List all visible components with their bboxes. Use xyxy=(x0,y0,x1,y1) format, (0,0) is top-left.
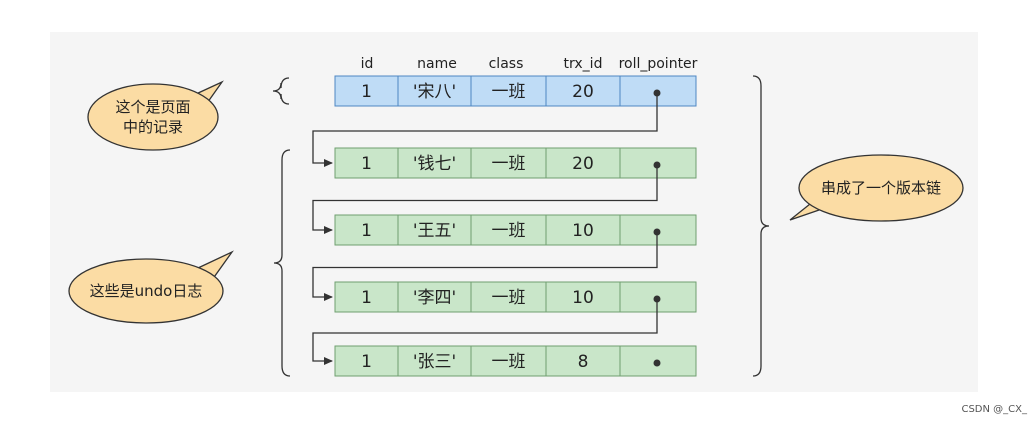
undo-log-row: 1 '张三' 一班 8 xyxy=(334,345,697,377)
row-cell xyxy=(545,345,621,377)
cell-class: 一班 xyxy=(492,82,526,102)
version-chain-callout: 串成了一个版本链 xyxy=(789,154,964,222)
cell-name: '李四' xyxy=(413,288,456,308)
cell-name: '王五' xyxy=(413,221,456,241)
roll-pointer-link xyxy=(312,232,658,301)
column-header-class: class xyxy=(489,56,524,72)
column-header-id: id xyxy=(361,56,374,72)
undo-logs-brace xyxy=(273,149,291,377)
cell-id: 1 xyxy=(361,82,372,102)
row-cell xyxy=(545,147,621,179)
cell-class: 一班 xyxy=(492,352,526,372)
cell-id: 1 xyxy=(361,288,372,308)
row-cell xyxy=(334,75,399,107)
cell-name: '张三' xyxy=(413,352,456,372)
row-cell xyxy=(397,345,472,377)
row-cell xyxy=(470,281,547,313)
column-header-trx-id: trx_id xyxy=(564,56,603,72)
roll-pointer-link xyxy=(312,93,658,167)
cell-class: 一班 xyxy=(492,288,526,308)
row-cell xyxy=(334,147,399,179)
cell-name: '宋八' xyxy=(413,82,456,102)
bubble-body xyxy=(87,83,219,151)
bubble-text: 串成了一个版本链 xyxy=(821,179,941,197)
cell-trx-id: 20 xyxy=(572,82,594,102)
bubble-body xyxy=(798,154,964,222)
undo-log-row: 1 '李四' 一班 10 xyxy=(334,281,697,313)
undo-log-row: 1 '王五' 一班 10 xyxy=(334,214,697,246)
cell-trx-id: 10 xyxy=(572,288,594,308)
cell-trx-id: 20 xyxy=(572,154,594,174)
version-chain-brace xyxy=(752,75,770,377)
page-record-brace xyxy=(272,77,290,105)
row-cell xyxy=(470,75,547,107)
row-cell xyxy=(397,147,472,179)
row-cell xyxy=(334,214,399,246)
bubble-body xyxy=(68,258,224,324)
cell-id: 1 xyxy=(361,352,372,372)
row-cell xyxy=(334,281,399,313)
roll-pointer-link xyxy=(312,299,658,365)
row-cell xyxy=(397,281,472,313)
row-cell xyxy=(545,281,621,313)
cell-id: 1 xyxy=(361,154,372,174)
row-cell xyxy=(545,214,621,246)
column-header-roll-pointer: roll_pointer xyxy=(619,56,698,72)
watermark: CSDN @_CX_ xyxy=(961,404,1027,415)
cell-class: 一班 xyxy=(492,221,526,241)
row-cell xyxy=(470,147,547,179)
cell-trx-id: 8 xyxy=(578,352,589,372)
cell-id: 1 xyxy=(361,221,372,241)
bubble-text: 这个是页面 xyxy=(115,98,190,116)
cell-trx-id: 10 xyxy=(572,221,594,241)
undo-log-row: 1 '钱七' 一班 20 xyxy=(334,147,697,179)
page-record-row: 1 '宋八' 一班 20 xyxy=(334,75,697,107)
roll-pointer-link xyxy=(312,165,658,234)
cell-class: 一班 xyxy=(492,154,526,174)
row-cell xyxy=(334,345,399,377)
cell-name: '钱七' xyxy=(413,154,456,174)
undo-logs-callout: 这些是undo日志 xyxy=(68,250,234,324)
bubble-text: 这些是undo日志 xyxy=(90,282,203,300)
column-header-name: name xyxy=(417,56,457,72)
row-cell xyxy=(545,75,621,107)
roll-pointer-dot xyxy=(653,359,661,367)
bubble-text: 中的记录 xyxy=(123,118,183,136)
row-cell xyxy=(397,75,472,107)
row-cell xyxy=(470,214,547,246)
